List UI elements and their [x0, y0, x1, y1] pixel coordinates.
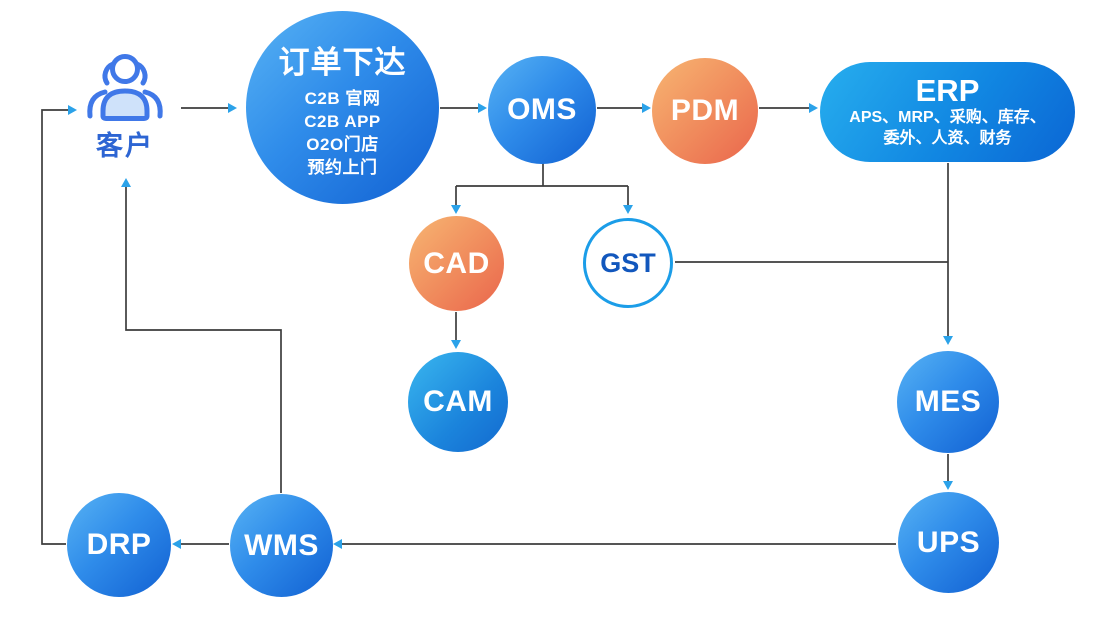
users-icon-center-body [100, 88, 150, 121]
customer-label: 客户 [96, 131, 154, 161]
node-drp: DRP [67, 493, 171, 597]
cad-label: CAD [423, 246, 490, 280]
oms-label: OMS [507, 93, 577, 126]
node-wms: WMS [230, 494, 333, 597]
node-cam: CAM [408, 352, 508, 452]
arrowhead-to-gst [623, 205, 633, 214]
connector-oms-split [455, 163, 629, 205]
node-mes: MES [897, 351, 999, 453]
gst-label: GST [600, 247, 656, 278]
arrowhead-to-oms [478, 103, 487, 113]
cam-label: CAM [423, 385, 493, 418]
node-gst: GST [583, 218, 673, 308]
arrowhead-to-cam [451, 340, 461, 349]
order-channel-appointment: 预约上门 [307, 157, 378, 177]
order-channel-o2o-store: O2O门店 [306, 134, 379, 154]
order-channel-c2b-app: C2B APP [304, 111, 381, 131]
arrowhead-to-pdm [642, 103, 651, 113]
users-icon-center-head [110, 54, 140, 84]
node-customer: 客户 [66, 54, 184, 163]
node-pdm: PDM [652, 58, 758, 164]
users-icon [87, 54, 163, 121]
arrowhead-to-erp [809, 103, 818, 113]
mes-label: MES [914, 385, 982, 418]
arrowhead-to-customer-up [121, 178, 131, 187]
arrowhead-to-drp [172, 539, 181, 549]
arrowhead-to-wms [333, 539, 342, 549]
connector-drp-to-customer [41, 109, 68, 545]
arrowhead-to-mes [943, 336, 953, 345]
erp-title: ERP [915, 73, 980, 108]
order-channel-c2b-web: C2B 官网 [304, 88, 381, 108]
users-icon-left-body [87, 89, 108, 119]
arrowhead-to-ups [943, 481, 953, 490]
pdm-label: PDM [670, 94, 740, 127]
users-icon-right-body [142, 89, 163, 119]
erp-modules-line2: 委外、人资、财务 [883, 130, 1012, 147]
ups-label: UPS [916, 525, 981, 559]
erp-modules-line1: APS、MRP、采购、库存、 [849, 109, 1046, 126]
arrowhead-to-cad [451, 205, 461, 214]
node-erp: ERP APS、MRP、采购、库存、 委外、人资、财务 [820, 62, 1075, 162]
arrowhead-to-customer-right [68, 105, 77, 115]
connector-wms-to-customer [125, 187, 282, 493]
node-ups: UPS [898, 492, 999, 593]
node-order: 订单下达 C2B 官网 C2B APP O2O门店 预约上门 [246, 11, 439, 204]
arrowhead-to-order [228, 103, 237, 113]
order-title: 订单下达 [278, 44, 407, 80]
wms-label: WMS [244, 528, 319, 562]
drp-label: DRP [86, 528, 152, 561]
node-oms: OMS [488, 56, 596, 164]
node-cad: CAD [409, 216, 504, 311]
